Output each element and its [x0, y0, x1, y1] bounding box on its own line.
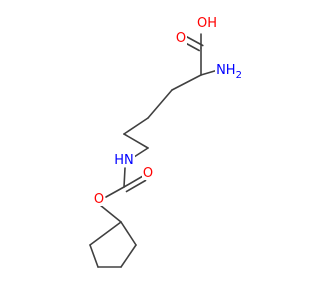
bond-ring-2	[120, 244, 137, 268]
bond-c3-c4	[147, 89, 173, 119]
atom-carbamate-oxo-o: O	[143, 166, 153, 181]
bond-layer	[89, 33, 219, 268]
bond-o-cyclopentyl	[99, 204, 122, 223]
bond-c4-c5	[123, 117, 149, 135]
bond-ring-1	[120, 221, 137, 246]
bond-ring-4	[89, 244, 99, 268]
bond-c6-nh	[133, 147, 149, 158]
atom-acid-hydroxyl-o: OH	[197, 16, 217, 31]
bond-carbamate-c-o-double-1	[123, 175, 144, 188]
atom-carbamate-nh: HN	[114, 153, 134, 168]
bond-c5-c6	[123, 133, 149, 149]
atom-carbamate-ester-o: O	[94, 192, 104, 207]
atom-label-layer: O OH NH2 HN O O	[93, 15, 245, 207]
bond-carbamate-c-o-ester	[105, 186, 125, 198]
bond-c2-c3	[171, 74, 202, 91]
structure-canvas: O OH NH2 HN O O	[89, 15, 245, 268]
bond-carbamate-c-o-double-2	[125, 179, 147, 193]
bond-ring-5	[89, 221, 122, 246]
atom-alpha-amine-n: NH2	[216, 63, 242, 81]
bond-nh-carbamate-c	[123, 167, 126, 188]
atom-acid-oxo-o: O	[176, 31, 186, 46]
bond-acid-c-o-double-2	[183, 34, 204, 47]
